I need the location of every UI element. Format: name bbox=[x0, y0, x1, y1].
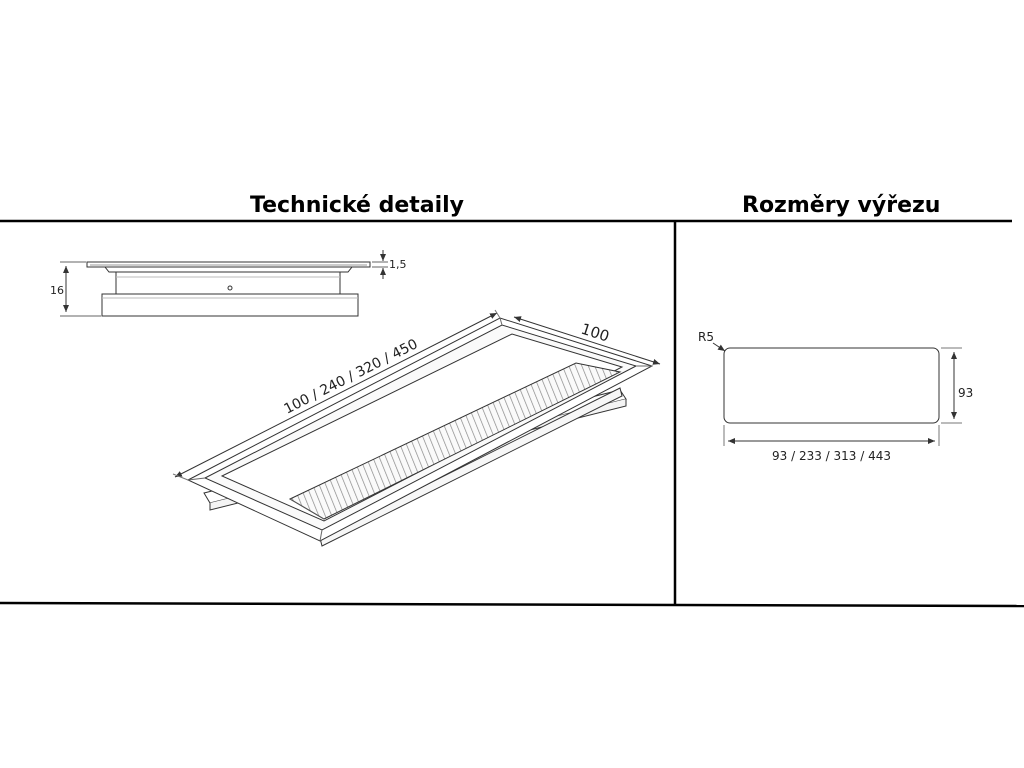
lip-thickness-label: 1,5 bbox=[389, 258, 407, 271]
cutout-radius-label: R5 bbox=[698, 330, 714, 344]
side-view-body bbox=[115, 271, 341, 295]
bottom-rule bbox=[0, 601, 1024, 608]
cutout-width-label: 93 / 233 / 313 / 443 bbox=[772, 449, 891, 463]
iso-length-dimension bbox=[174, 312, 498, 478]
side-view-drawing bbox=[60, 250, 388, 317]
cutout-drawing bbox=[712, 342, 962, 446]
radius-leader-arrow bbox=[712, 342, 726, 352]
side-view-screw-hole bbox=[227, 285, 233, 291]
side-view-base bbox=[101, 293, 359, 317]
cutout-height-label: 93 bbox=[958, 386, 973, 400]
section-title-technical-details: Technické detaily bbox=[250, 193, 465, 218]
iso-width-label: 100 bbox=[579, 320, 612, 346]
isometric-grommet-drawing bbox=[172, 309, 661, 547]
side-view-chamfer bbox=[103, 266, 354, 273]
iso-width-dimension bbox=[513, 316, 661, 365]
side-height-label: 16 bbox=[50, 284, 64, 297]
table-frame bbox=[0, 219, 1024, 608]
cutout-outline bbox=[723, 347, 940, 424]
section-title-cutout-dimensions: Rozměry výřezu bbox=[742, 193, 941, 218]
